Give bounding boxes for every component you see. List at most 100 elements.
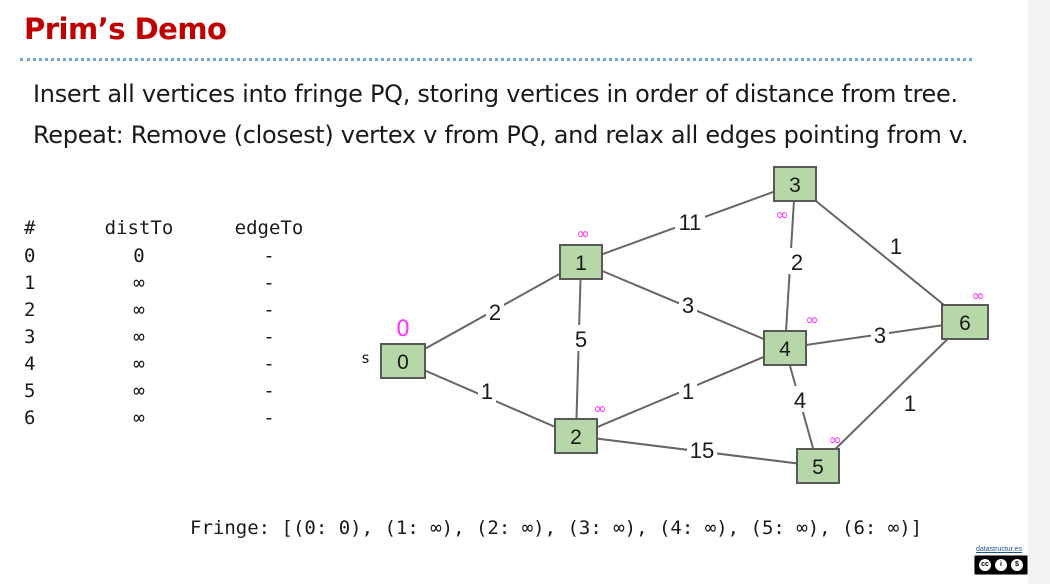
- source-marker: s: [361, 349, 371, 367]
- node-box: [559, 244, 603, 280]
- edge-weight-1-2: 5: [572, 325, 590, 352]
- header-distto: distTo: [104, 217, 174, 239]
- edge-weight-2-4: 1: [679, 377, 697, 404]
- row-index: 0: [24, 245, 36, 267]
- weight-backdrop: [478, 377, 496, 403]
- node-distance-6: ∞: [971, 286, 984, 305]
- node-distance-5: ∞: [828, 430, 841, 449]
- node-box: [380, 343, 426, 379]
- row-distto: ∞: [133, 407, 145, 429]
- cc-by-nc-sa-icon: cc i $: [974, 555, 1028, 575]
- edge-3-6: [794, 183, 966, 323]
- header-index: #: [24, 217, 36, 239]
- edge-weight-3-4: 2: [788, 248, 806, 275]
- row-distto: ∞: [133, 353, 145, 375]
- weight-label: 2: [791, 250, 803, 275]
- row-distto: ∞: [133, 272, 145, 294]
- edge-weight-0-2: 1: [478, 377, 496, 404]
- weight-backdrop: [679, 291, 697, 317]
- instruction-line-1: Insert all vertices into fringe PQ, stor…: [33, 80, 958, 108]
- edge-weight-0-1: 2: [486, 298, 504, 325]
- brand-link[interactable]: datastructur.es: [976, 546, 1022, 553]
- node-box: [796, 448, 840, 484]
- edge-weight-5-6: 1: [901, 389, 919, 416]
- nodes-layer: 0 1 2 3 4 5 6: [380, 166, 989, 484]
- row-distto: ∞: [133, 380, 145, 402]
- row-edgeto: -: [263, 380, 275, 402]
- weight-label: 1: [904, 391, 916, 416]
- weight-label: 15: [690, 438, 714, 463]
- node-box: [773, 166, 817, 202]
- node-5: 5: [796, 448, 840, 484]
- row-distto: ∞: [133, 299, 145, 321]
- node-0: 0: [380, 343, 426, 379]
- weight-label: 5: [575, 327, 587, 352]
- node-box: [763, 330, 807, 366]
- weight-label: 11: [679, 210, 702, 235]
- distance-labels-layer: 0 ∞ ∞ ∞ ∞ ∞ ∞: [396, 205, 985, 449]
- row-distto: ∞: [133, 326, 145, 348]
- weight-label: 1: [890, 234, 902, 259]
- row-index: 2: [24, 299, 36, 321]
- node-distance-1: ∞: [576, 224, 589, 243]
- row-index: 4: [24, 353, 36, 375]
- edge-weight-2-5: 15: [687, 436, 717, 463]
- weight-backdrop: [486, 298, 504, 324]
- node-distance-0: 0: [396, 317, 410, 342]
- node-1: 1: [559, 244, 603, 280]
- row-edgeto: -: [263, 272, 275, 294]
- slide-title: Prim’s Demo: [24, 12, 227, 46]
- row-edgeto: -: [263, 326, 275, 348]
- row-distto: 0: [133, 245, 145, 267]
- edge-weight-4-6: 3: [871, 321, 889, 348]
- row-index: 3: [24, 326, 36, 348]
- row-edgeto: -: [263, 407, 275, 429]
- weight-label: 1: [682, 379, 694, 404]
- weight-label: 3: [682, 293, 694, 318]
- node-box: [554, 418, 598, 454]
- weight-label: 4: [794, 388, 806, 413]
- node-label: 1: [575, 252, 587, 275]
- edge-weight-1-3: 11: [675, 208, 705, 235]
- weight-backdrop: [887, 232, 905, 258]
- weight-label: 1: [481, 379, 493, 404]
- weight-backdrop: [675, 208, 705, 234]
- weight-backdrop: [788, 248, 806, 274]
- weight-backdrop: [871, 321, 889, 347]
- node-distance-2: ∞: [593, 399, 606, 418]
- row-edgeto: -: [263, 245, 275, 267]
- instruction-line-2: Repeat: Remove (closest) vertex v from P…: [33, 121, 969, 149]
- row-index: 6: [24, 407, 36, 429]
- fringe-readout: Fringe: [(0: 0), (1: ∞), (2: ∞), (3: ∞),…: [190, 517, 923, 539]
- node-distance-4: ∞: [805, 310, 818, 329]
- node-distance-3: ∞: [775, 205, 788, 224]
- header-edgeto: edgeTo: [234, 217, 304, 239]
- node-6: 6: [941, 304, 989, 340]
- weight-backdrop: [901, 389, 919, 415]
- node-label: 4: [779, 338, 791, 361]
- node-3: 3: [773, 166, 817, 202]
- edge-weight-3-6: 1: [887, 232, 905, 259]
- node-label: 3: [789, 174, 801, 197]
- row-edgeto: -: [263, 353, 275, 375]
- edge-5-6: [817, 321, 966, 467]
- row-edgeto: -: [263, 299, 275, 321]
- node-label: 2: [570, 426, 582, 449]
- node-box: [941, 304, 989, 340]
- node-label: 0: [397, 351, 409, 374]
- edge-weight-4-5: 4: [791, 386, 809, 413]
- edge-weight-1-4: 3: [679, 291, 697, 318]
- right-margin-strip: [1028, 0, 1050, 584]
- weight-label: 3: [874, 323, 886, 348]
- weight-backdrop: [687, 436, 717, 462]
- node-label: 5: [812, 456, 824, 479]
- weight-label: 2: [489, 300, 501, 325]
- node-2: 2: [554, 418, 598, 454]
- row-index: 1: [24, 272, 36, 294]
- weight-backdrop: [572, 325, 590, 351]
- title-divider: [20, 58, 972, 61]
- node-label: 6: [959, 312, 971, 335]
- weight-backdrop: [679, 377, 697, 403]
